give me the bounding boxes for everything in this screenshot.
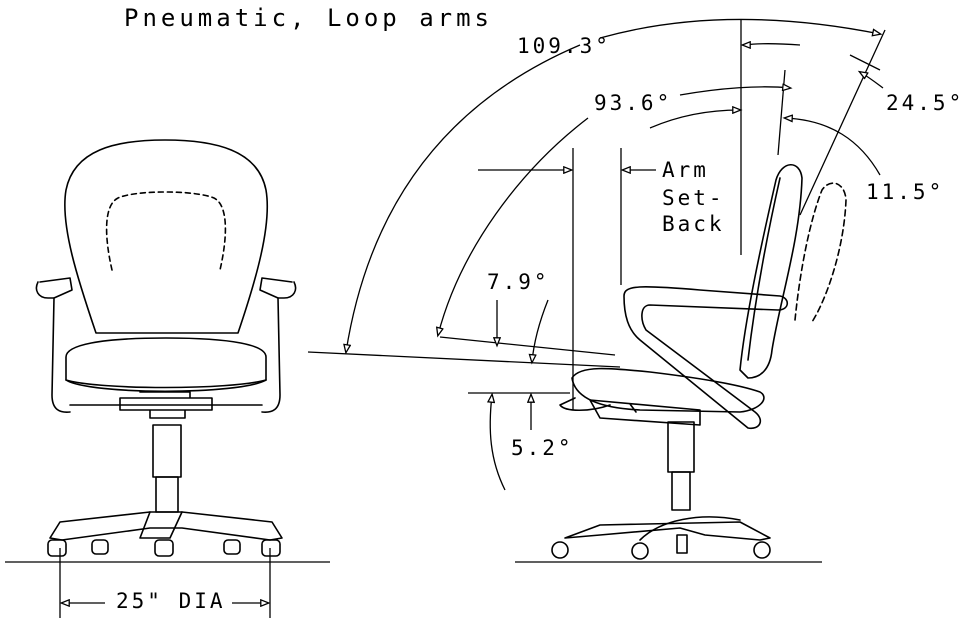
side-view-chair <box>552 165 846 559</box>
angle-dimensions <box>308 19 885 490</box>
front-arm-right <box>260 278 292 412</box>
front-backrest-lumbar-outline <box>107 192 226 270</box>
front-seat <box>66 338 266 388</box>
front-mechanism <box>70 392 262 418</box>
side-backrest-reclined <box>795 183 846 322</box>
arm-setback-label-line-1: Arm <box>662 158 709 182</box>
side-mechanism <box>590 400 700 425</box>
angle-label-seat-pitch: 7.9° <box>487 270 550 294</box>
diameter-dimension <box>60 548 270 618</box>
back-upright-ref <box>778 70 785 155</box>
front-arm-left <box>40 278 72 412</box>
drawing-title: Pneumatic, Loop arms <box>124 4 493 32</box>
front-gas-column <box>153 425 181 477</box>
side-backrest <box>740 165 802 378</box>
back-recline-ref <box>800 30 885 215</box>
base-diameter-label: 25" DIA <box>112 591 230 612</box>
angle-label-back-upright: 93.6° <box>594 91 673 115</box>
angle-label-back-recline: 24.5° <box>886 91 964 115</box>
angle-label-back-tilt: 11.5° <box>866 180 945 204</box>
front-base <box>50 512 282 540</box>
seat-pitch-ref <box>440 337 615 355</box>
front-backrest <box>65 140 267 333</box>
angle-label-recline-total: 109.3° <box>517 34 611 58</box>
angle-label-seat-tilt: 5.2° <box>511 436 574 460</box>
recline-seat-ref <box>308 352 620 367</box>
side-loop-arm <box>624 287 787 428</box>
front-view-chair <box>36 140 295 556</box>
side-seat <box>572 369 764 412</box>
line-drawing <box>0 0 941 621</box>
side-base <box>565 522 770 540</box>
side-gas-column <box>668 422 694 472</box>
arm-setback-label-line-3: Back <box>662 212 725 236</box>
arm-setback-label-line-2: Set- <box>662 186 725 210</box>
